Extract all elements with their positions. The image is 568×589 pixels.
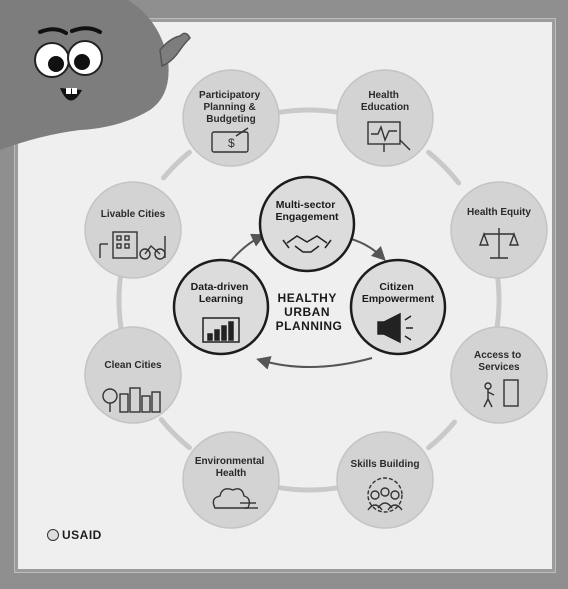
svg-text:Multi-sector Engagemen: Multi-sector Engagement xyxy=(275,199,339,223)
megaphone-icon xyxy=(377,312,413,344)
budget-plan-icon: $ xyxy=(211,127,249,153)
node-label-line: Environmental xyxy=(195,456,265,467)
ring-connector-arc xyxy=(493,271,502,336)
ring-connector-arc xyxy=(161,149,192,181)
outer-node-clean-cities: Clean Cities xyxy=(84,326,182,424)
node-label-line: Livable Cities xyxy=(101,209,166,220)
core-label-line: Multi-sector xyxy=(276,199,336,211)
center-title-line: PLANNING xyxy=(276,319,343,333)
svg-text:Health Equity: Health Equity xyxy=(467,207,531,218)
outer-node-health-equity: Health Equity xyxy=(450,181,548,279)
node-label-line: Services xyxy=(478,362,520,373)
node-label-line: Education xyxy=(361,102,409,113)
ring-connector-arc xyxy=(158,417,192,451)
outer-node-participatory-planning: Participatory Planning & Budgeting $ xyxy=(182,69,280,167)
handshake-icon xyxy=(282,235,332,253)
center-title-line: URBAN xyxy=(284,305,330,319)
presentation-board-icon xyxy=(367,121,411,152)
core-label-line: Data-driven xyxy=(191,281,249,293)
node-label-line: Health xyxy=(216,468,247,479)
core-label-line: Empowerment xyxy=(362,293,435,305)
outer-node-livable-cities: Livable Cities xyxy=(84,181,182,279)
cloud-wind-icon xyxy=(212,488,258,509)
ring-connector-arc xyxy=(276,107,342,115)
node-label-line: Health Equity xyxy=(467,207,531,218)
node-label-line: Planning & xyxy=(203,102,255,113)
group-gear-icon xyxy=(367,477,403,513)
svg-text:Health Education: Health Education xyxy=(361,90,409,113)
walking-to-door-icon xyxy=(483,379,519,408)
city-tree-icon xyxy=(102,387,161,413)
center-title-line: HEALTHY xyxy=(278,291,337,305)
arrow-learning-to-engagement xyxy=(229,233,266,263)
usaid-logo-text: USAID xyxy=(62,528,102,542)
outer-node-access-to-services: Access to Services xyxy=(450,326,548,424)
core-node-data-driven-learning: Data-driven Learning xyxy=(172,258,270,356)
core-node-multi-sector-engagement: Multi-sector Engagement xyxy=(258,175,356,273)
building-bicycle-icon xyxy=(99,231,166,260)
svg-text:Participatory Planning: Participatory Planning & Budgeting xyxy=(199,90,263,125)
svg-text:Access to Services: Access to Services xyxy=(474,350,524,373)
svg-text:Skills Building: Skills Building xyxy=(351,459,420,470)
core-label-line: Learning xyxy=(199,293,243,305)
node-label-line: Participatory xyxy=(199,90,261,101)
usaid-seal-icon xyxy=(47,529,59,541)
svg-text:Data-driven Learning: Data-driven Learning xyxy=(191,281,252,305)
node-label-line: Skills Building xyxy=(351,459,420,470)
ring-connector-arc xyxy=(426,149,462,186)
svg-text:Clean Cities: Clean Cities xyxy=(104,360,162,371)
core-node-citizen-empowerment: Citizen Empowerment xyxy=(349,258,447,356)
svg-text:Environmental Health: Environmental Health xyxy=(195,456,267,479)
svg-text:$: $ xyxy=(228,136,235,150)
ring-connector-arc xyxy=(276,485,342,493)
node-label-line: Health xyxy=(368,90,399,101)
outer-node-skills-building: Skills Building xyxy=(336,431,434,529)
node-label-line: Budgeting xyxy=(206,114,255,125)
mascot-character xyxy=(0,0,191,150)
scales-icon xyxy=(479,228,519,259)
arrow-empowerment-to-learning xyxy=(256,356,373,370)
node-label-line: Clean Cities xyxy=(104,360,162,371)
bar-chart-icon xyxy=(202,317,240,343)
outer-node-environmental-health: Environmental Health xyxy=(182,431,280,529)
usaid-logo: USAID xyxy=(47,528,102,542)
center-title: HEALTHY URBAN PLANNING xyxy=(276,291,343,333)
core-label-line: Citizen xyxy=(379,281,413,293)
svg-text:Livable Cities: Livable Cities xyxy=(101,209,166,220)
ring-connector-arc xyxy=(426,419,457,451)
node-label-line: Access to xyxy=(474,350,521,361)
svg-text:Citizen Empowerment: Citizen Empowerment xyxy=(362,281,435,305)
outer-node-health-education: Health Education xyxy=(336,69,434,167)
core-label-line: Engagement xyxy=(275,211,339,223)
